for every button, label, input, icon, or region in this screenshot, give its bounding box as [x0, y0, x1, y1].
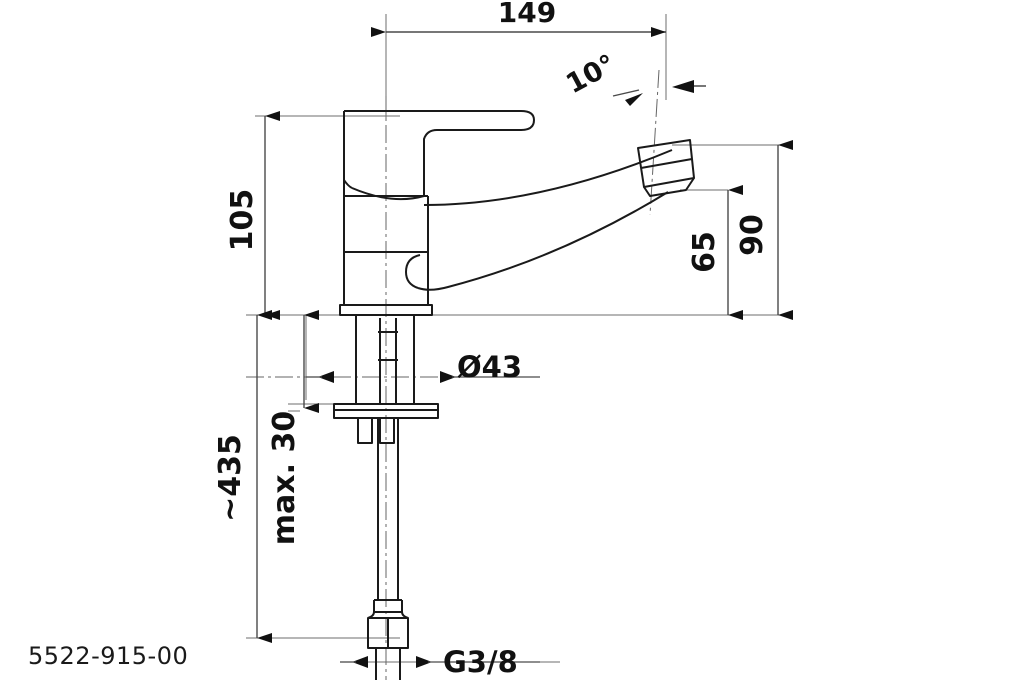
fixing-bolt-right [379, 418, 395, 444]
spout-root-nose [405, 254, 421, 289]
body-shoulder-curve [351, 168, 425, 201]
outward-arrow-stems [306, 376, 540, 663]
dimension-labels: 149 105 ~435 max. 30 10° 65 90 Ø43 G3/8 [213, 0, 770, 679]
base-flange [339, 304, 433, 316]
aerator-outlet-ring [643, 177, 695, 197]
body-sides [343, 180, 429, 305]
centerlines [246, 69, 660, 680]
hose-ferrule-sides [373, 600, 403, 612]
dimension-lines [256, 27, 793, 643]
hex-nut [367, 617, 409, 649]
dimension-label-max30: max. 30 [267, 411, 302, 545]
aerator-split-line [640, 158, 693, 169]
aerator-axis-centerline [649, 69, 660, 216]
hose-ferrule [374, 599, 402, 613]
dimension-label-90: 90 [735, 214, 770, 256]
fixing-plate [333, 403, 439, 419]
dimension-label-435: ~435 [213, 434, 248, 522]
dimension-label-65: 65 [687, 231, 722, 273]
body-shoulder-left [343, 111, 353, 189]
dimension-label-g38: G3/8 [443, 645, 518, 679]
shank-outer [355, 315, 415, 404]
hex-nut-chamfer [367, 611, 409, 619]
faucet-outline [333, 110, 695, 680]
outward-arrowheads [318, 80, 694, 668]
dimension-label-diameter43: Ø43 [457, 350, 522, 384]
dimension-label-10deg: 10° [561, 49, 621, 100]
shank-thread-rings [378, 331, 398, 361]
dimension-label-105: 105 [225, 189, 260, 252]
spout-upper-curve [423, 149, 673, 206]
fixing-bolt-left [357, 418, 373, 444]
part-number-label: 5522-915-00 [28, 642, 189, 670]
dimension-label-149: 149 [498, 0, 556, 29]
thread-tail [375, 648, 401, 680]
spout-lower-curve [417, 191, 669, 291]
supply-hose [377, 418, 399, 600]
lever-handle [344, 110, 535, 168]
dimline-angle-left [612, 89, 640, 97]
